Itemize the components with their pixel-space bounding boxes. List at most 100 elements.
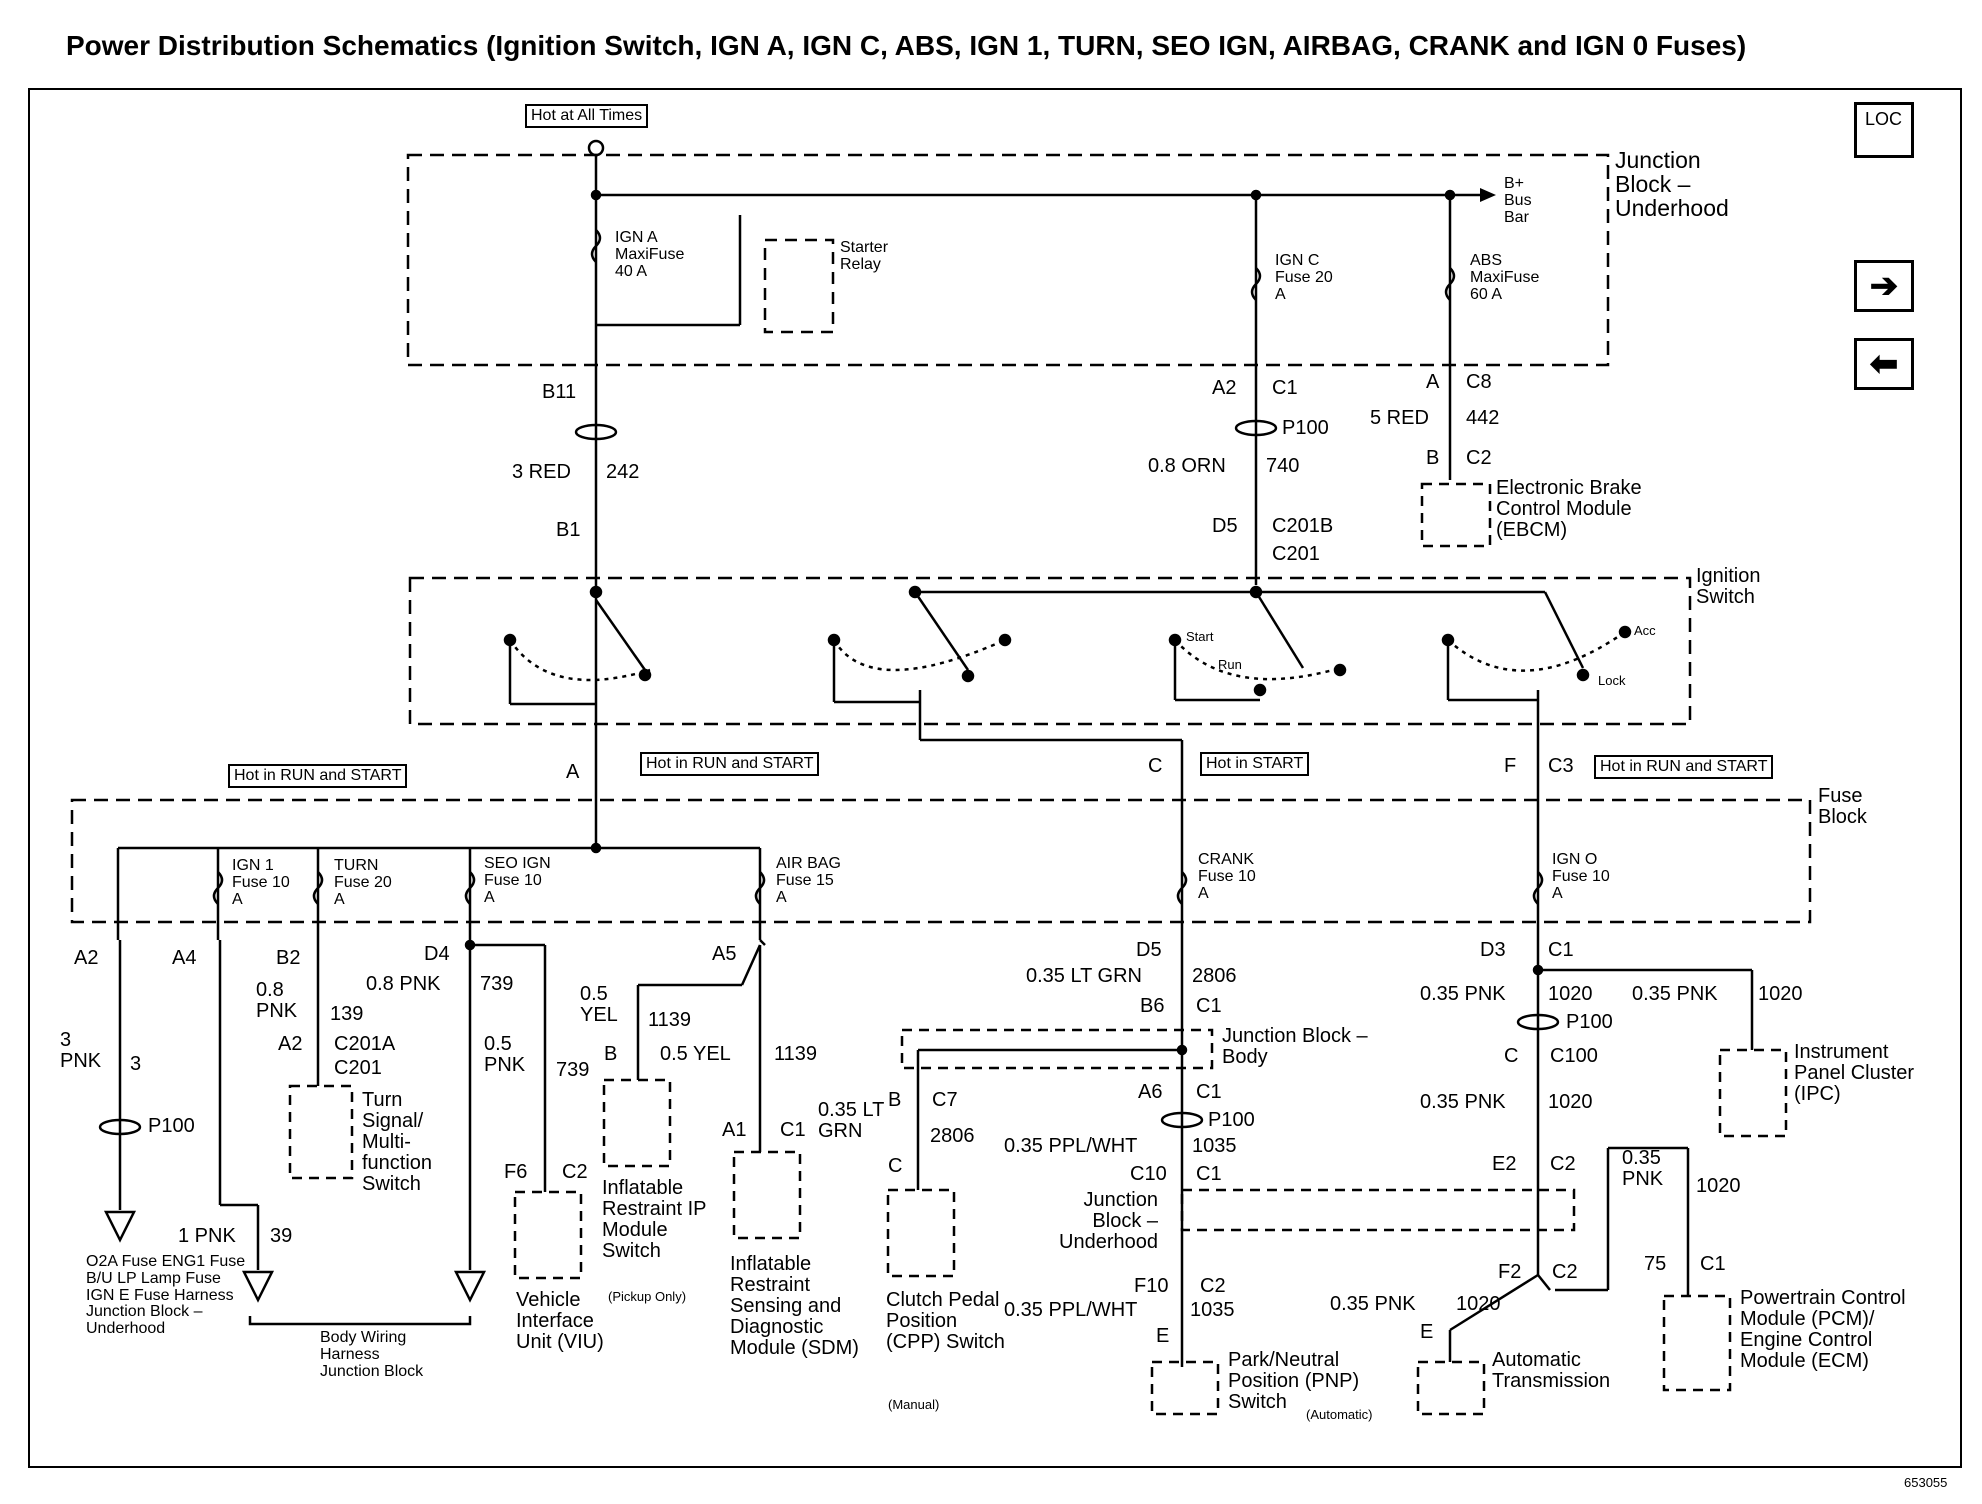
circuit-1020-a: 1020 (1548, 983, 1593, 1005)
connector-c1-sdm: C1 (780, 1119, 806, 1141)
manual-note: (Manual) (888, 1397, 940, 1412)
turn-fuse-label: TURN Fuse 20 A (334, 857, 392, 908)
junction-block-underhood-outline (406, 153, 1610, 367)
ignition-switch-outline (408, 576, 1692, 726)
circuit-39: 39 (270, 1225, 293, 1247)
previous-page-button[interactable]: ⬅ (1854, 338, 1914, 390)
wire-color-08pnk: 0.8 PNK (366, 973, 441, 995)
connector-a6: A6 (1138, 1081, 1163, 1103)
fuse-block-outline (70, 798, 1812, 924)
circuit-1139: 1139 (648, 1009, 692, 1031)
connector-e2: E2 (1492, 1153, 1517, 1175)
diagram-frame (28, 88, 1962, 1468)
connector-a4: A4 (172, 947, 197, 969)
pcm-ecm-label: Powertrain Control Module (PCM)/ Engine … (1740, 1287, 1906, 1372)
connector-c201: C201 (1272, 543, 1320, 565)
connector-c201-turn: C201 (334, 1057, 382, 1079)
circuit-739: 739 (480, 973, 514, 995)
circuit-139: 139 (330, 1003, 364, 1025)
connector-b: B (1426, 447, 1440, 469)
connector-f6: F6 (504, 1161, 528, 1183)
automatic-note: (Automatic) (1306, 1407, 1373, 1422)
connector-c1: C1 (1272, 377, 1298, 399)
splice-p100-left: P100 (148, 1115, 195, 1137)
loc-button[interactable]: LOC (1854, 102, 1914, 158)
pickup-only-note: (Pickup Only) (608, 1289, 687, 1304)
splice-p100-right: P100 (1566, 1011, 1613, 1033)
lock-position-label: Lock (1598, 673, 1626, 688)
connector-c2-pnp: C2 (1200, 1275, 1226, 1297)
ipc-label: Instrument Panel Cluster (IPC) (1794, 1041, 1915, 1105)
connector-c1-pcm: C1 (1700, 1253, 1726, 1275)
ebcm-label: Electronic Brake Control Module (EBCM) (1496, 477, 1642, 541)
wire-color-1pnk: 1 PNK (178, 1225, 236, 1247)
fuse-block-connector-c3: C3 (1548, 755, 1574, 777)
fuse-block-input-a: A (566, 761, 580, 783)
ign-c-fuse-label: IGN C Fuse 20 A (1275, 252, 1333, 303)
connector-c7: C7 (932, 1089, 958, 1111)
connector-75: 75 (1644, 1253, 1667, 1275)
connector-a2-out: A2 (74, 947, 99, 969)
b-plus-bus-bar-label: B+ Bus Bar (1504, 175, 1532, 226)
wire-color-05yel-b: 0.5 YEL (660, 1043, 731, 1065)
figure-number: 653055 (1904, 1475, 1948, 1490)
connector-c8: C8 (1466, 371, 1492, 393)
ign1-fuse-label: IGN 1 Fuse 10 A (232, 857, 290, 908)
o2a-fuse-note: O2A Fuse ENG1 Fuse B/U LP Lamp Fuse IGN … (86, 1253, 246, 1338)
next-page-button[interactable]: ➔ (1854, 260, 1914, 312)
connector-a2-turn: A2 (278, 1033, 303, 1055)
connector-c1-p100: C1 (1196, 1081, 1222, 1103)
circuit-739-b: 739 (556, 1059, 590, 1081)
connector-f2: F2 (1498, 1261, 1522, 1283)
connector-b11: B11 (542, 381, 577, 403)
junction-block-body-label: Junction Block – Body (1222, 1025, 1368, 1068)
fuse-block-input-f: F (1504, 755, 1517, 777)
wire-color-3pnk: 3 PNK (60, 1029, 102, 1072)
ign-a-maxifuse-label: IGN A MaxiFuse 40 A (615, 229, 685, 280)
ignition-switch-label: Ignition Switch (1696, 565, 1761, 608)
connector-c201b: C201B (1272, 515, 1334, 537)
wire-color-08orn: 0.8 ORN (1148, 455, 1226, 477)
connector-b-cpp: B (888, 1089, 902, 1111)
connector-b1: B1 (556, 519, 581, 541)
automatic-transmission-label: Automatic Transmission (1492, 1349, 1611, 1392)
circuit-2806: 2806 (1192, 965, 1237, 987)
connector-c2-viu: C2 (562, 1161, 588, 1183)
connector-b6: B6 (1140, 995, 1165, 1017)
splice-p100-mid: P100 (1208, 1109, 1255, 1131)
wire-color-035pnk-c: 0.35 PNK (1420, 1091, 1506, 1113)
start-position-label: Start (1186, 629, 1214, 644)
wire-color-035pnk-b: 0.35 PNK (1632, 983, 1718, 1005)
circuit-1035-b: 1035 (1190, 1299, 1235, 1321)
fuse-block-input-c: C (1148, 755, 1163, 777)
connector-b2: B2 (276, 947, 301, 969)
connector-c2-f2: C2 (1552, 1261, 1578, 1283)
connector-d5: D5 (1212, 515, 1238, 537)
connector-d5-out: D5 (1136, 939, 1162, 961)
wire-color-5red: 5 RED (1370, 407, 1429, 429)
wire-color-3red: 3 RED (512, 461, 571, 483)
wire-color-035pplwht-b: 0.35 PPL/WHT (1004, 1299, 1138, 1321)
run-position-label: Run (1218, 657, 1242, 672)
connector-b-ip: B (604, 1043, 618, 1065)
cpp-switch-label: Clutch Pedal Position (CPP) Switch (886, 1289, 1005, 1353)
seo-ign-fuse-label: SEO IGN Fuse 10 A (484, 855, 551, 906)
circuit-3: 3 (130, 1053, 142, 1075)
connector-c1-c10: C1 (1196, 1163, 1222, 1185)
arrow-right-icon: ➔ (1869, 267, 1899, 305)
connector-f10: F10 (1134, 1275, 1169, 1297)
fuse-block-label: Fuse Block (1818, 785, 1867, 828)
circuit-740: 740 (1266, 455, 1300, 477)
body-wiring-note: Body Wiring Harness Junction Block (320, 1329, 424, 1380)
circuit-1020-e: 1020 (1696, 1175, 1741, 1197)
connector-e-trans: E (1420, 1321, 1434, 1343)
circuit-1139-b: 1139 (774, 1043, 818, 1065)
hot-run-start-a-label: Hot in RUN and START (640, 752, 820, 776)
wire-color-035ltgrn-b: 0.35 LT GRN (818, 1099, 884, 1142)
pnp-switch-label: Park/Neutral Position (PNP) Switch (1228, 1349, 1360, 1413)
circuit-1035: 1035 (1192, 1135, 1237, 1157)
connector-c1-out: C1 (1548, 939, 1574, 961)
page-title: Power Distribution Schematics (Ignition … (66, 30, 1747, 61)
connector-e-pnp: E (1156, 1325, 1170, 1347)
